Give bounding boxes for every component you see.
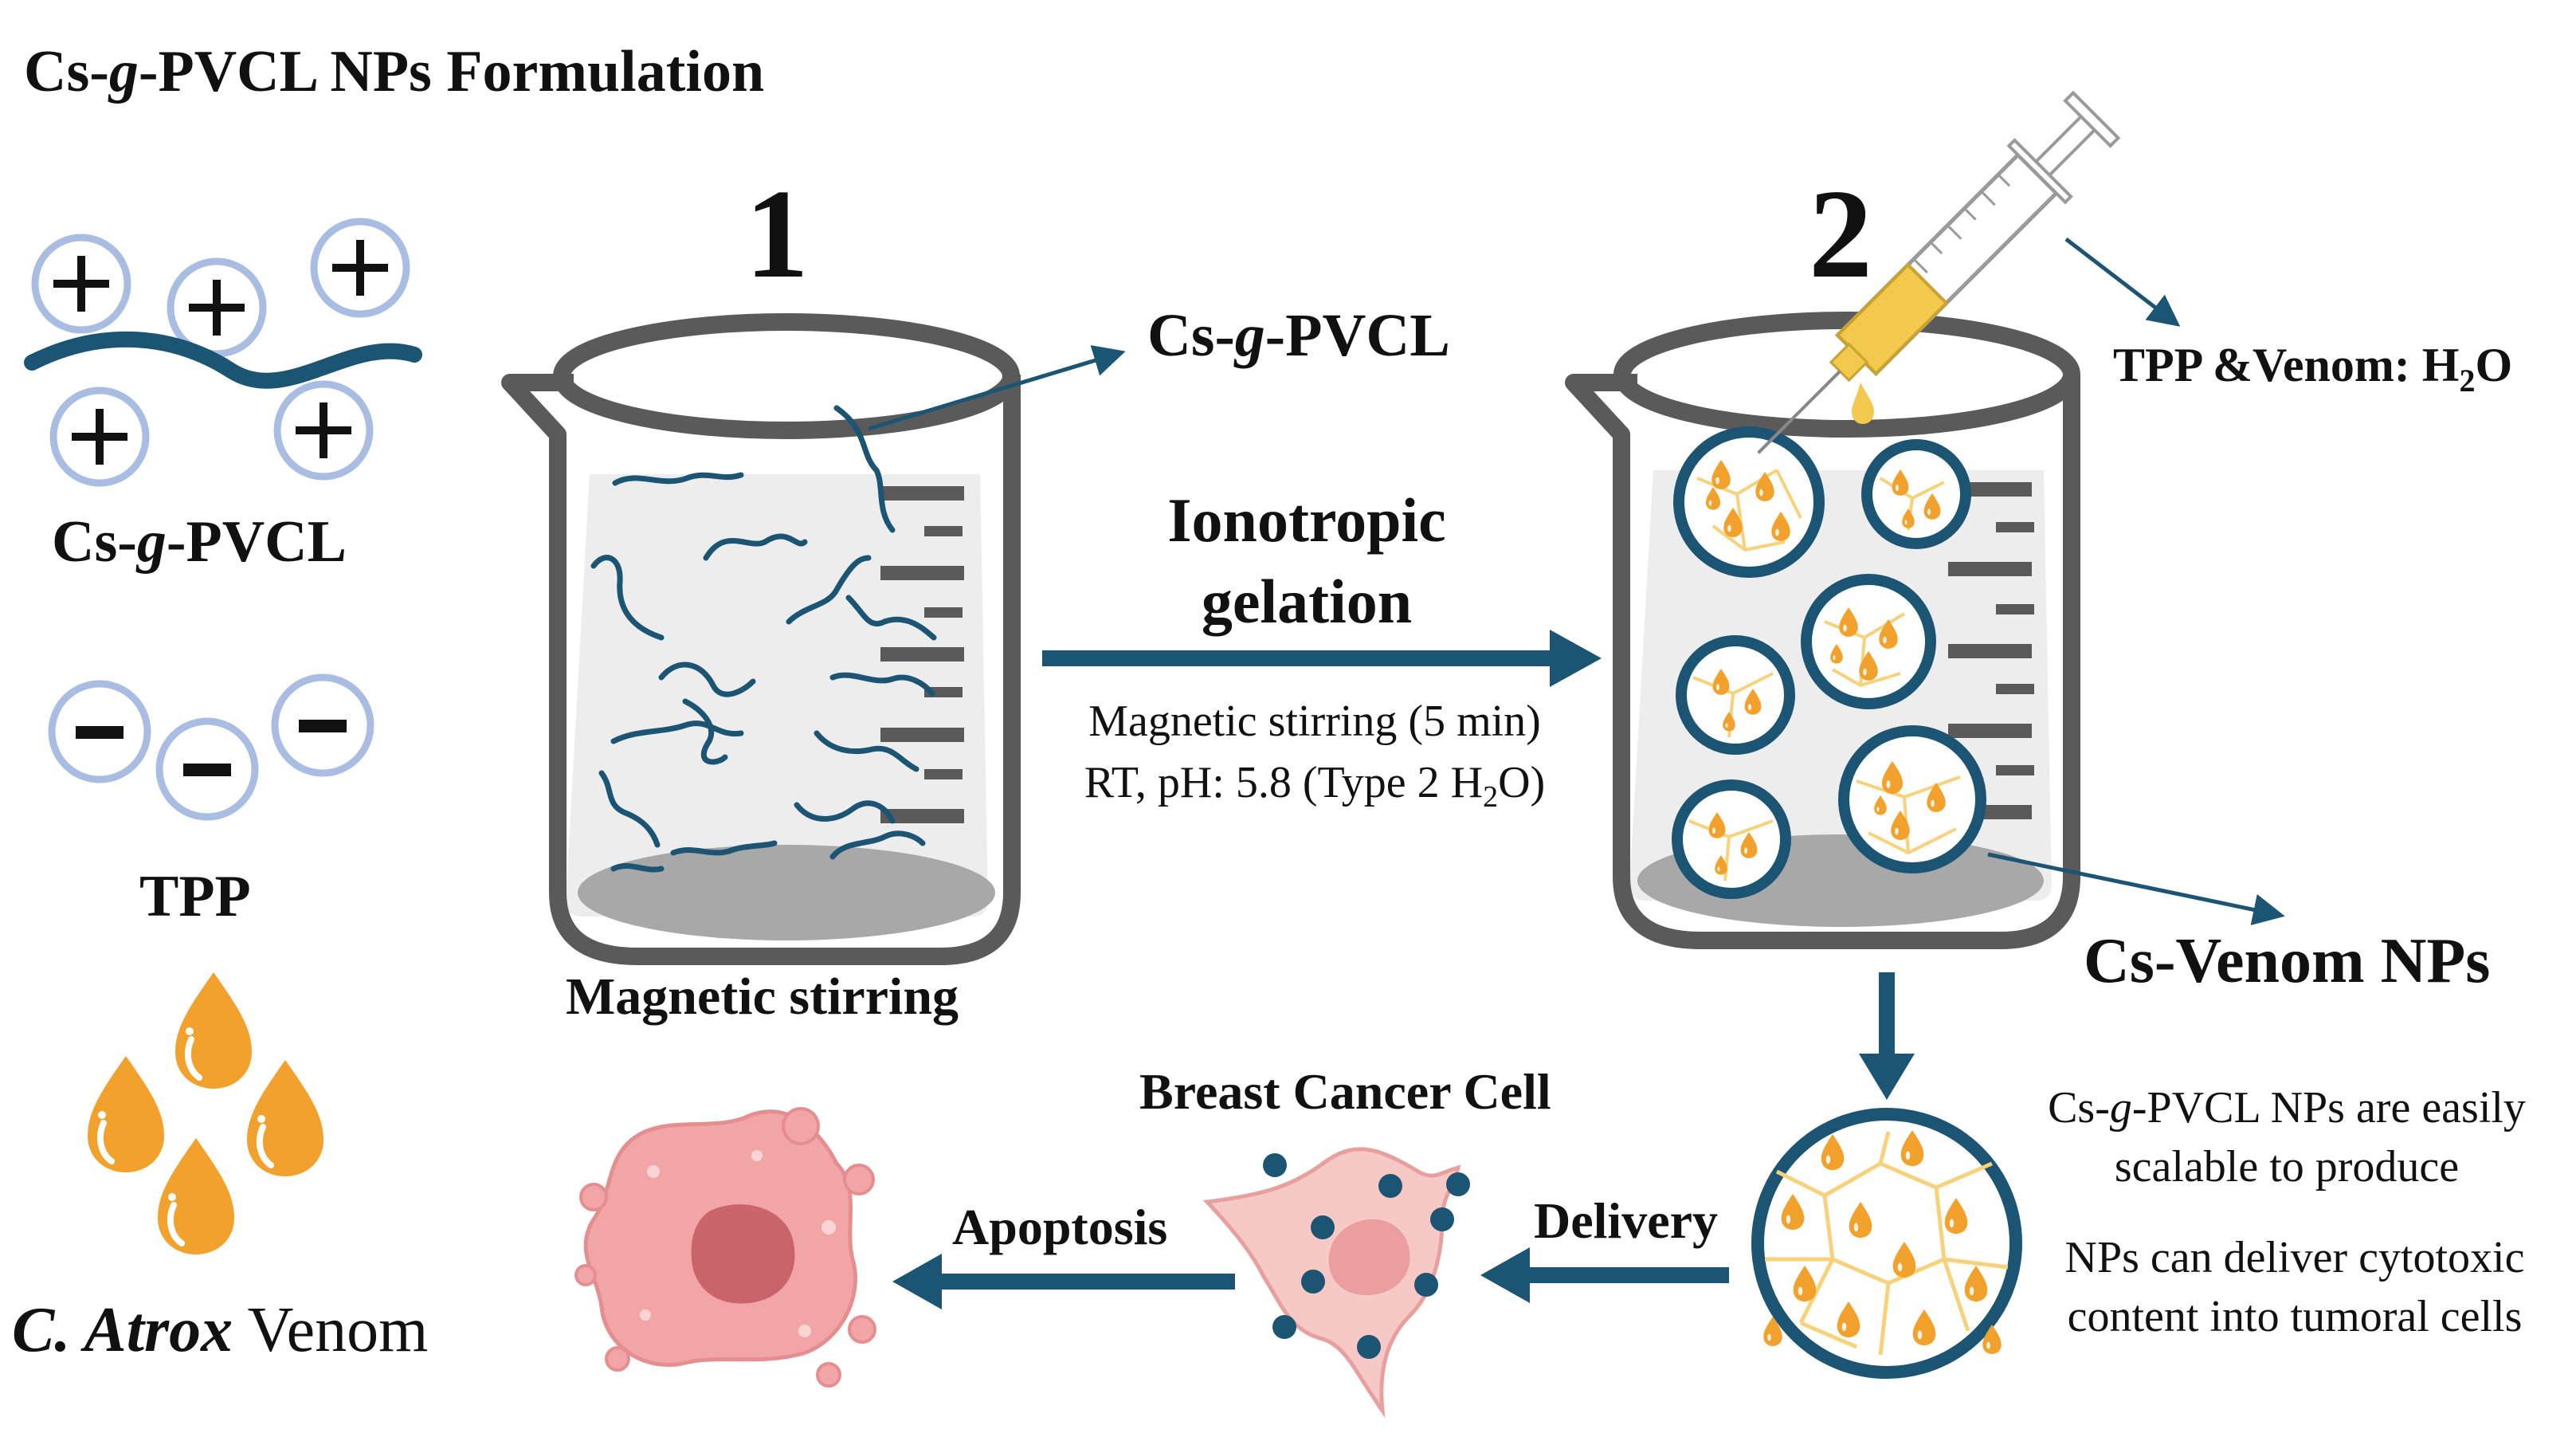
note-scalable-line-1: Cs-g-PVCL NPs are easily [2048, 1083, 2526, 1133]
step-1-number: 1 [745, 163, 809, 304]
delivery-arrow [1480, 1247, 1729, 1303]
cs-venom-nps-label: Cs-Venom NPs [2084, 926, 2491, 996]
venom-drops-icon [88, 972, 323, 1254]
syringe-pointer [2064, 238, 2181, 327]
ionotropic-gelation-arrow [1042, 630, 1602, 687]
note-scalable-line-2: scalable to produce [2114, 1142, 2460, 1191]
note-delivery-line-2: content into tumoral cells [2067, 1292, 2523, 1341]
venom-legend-label: C. Atrox Venom [12, 1295, 429, 1365]
apoptosis-label: Apoptosis [952, 1199, 1168, 1255]
tpp-legend-icon [48, 673, 374, 821]
cs-pvcl-pointer-label: Cs-g-PVCL [1147, 302, 1450, 369]
cs-pvcl-pointer [868, 345, 1126, 431]
condition-line-2: RT, pH: 5.8 (Type 2 H2O) [1084, 758, 1546, 815]
note-delivery-line-1: NPs can deliver cytotoxic [2064, 1233, 2525, 1282]
down-arrow [1859, 972, 1915, 1100]
gelation-label: gelation [1201, 567, 1413, 636]
apoptotic-cell [574, 1107, 876, 1388]
cs-pvcl-legend-icon [24, 218, 422, 487]
breast-cancer-cell-label: Breast Cancer Cell [1139, 1063, 1551, 1120]
syringe-label: TPP &Venom: H2O [2113, 339, 2513, 398]
condition-line-1: Magnetic stirring (5 min) [1088, 697, 1541, 746]
np-pointer [1987, 852, 2285, 926]
nanoparticle-zoom [1751, 1108, 2022, 1379]
delivery-label: Delivery [1534, 1192, 1718, 1249]
page-title: Cs-g-PVCL NPs Formulation [24, 39, 765, 104]
magnetic-stirring-caption: Magnetic stirring [566, 968, 959, 1026]
beaker-2 [1565, 312, 2080, 949]
syringe-icon [1757, 90, 2121, 454]
ionotropic-label: Ionotropic [1167, 485, 1446, 555]
step-2-number: 2 [1809, 163, 1872, 304]
breast-cancer-cell [1202, 1147, 1470, 1419]
apoptosis-arrow [892, 1254, 1235, 1309]
venom-droplet [1852, 383, 1874, 424]
beaker-1 [501, 313, 1021, 965]
tpp-legend-label: TPP [139, 864, 251, 929]
cs-pvcl-legend-label: Cs-g-PVCL [52, 509, 347, 575]
